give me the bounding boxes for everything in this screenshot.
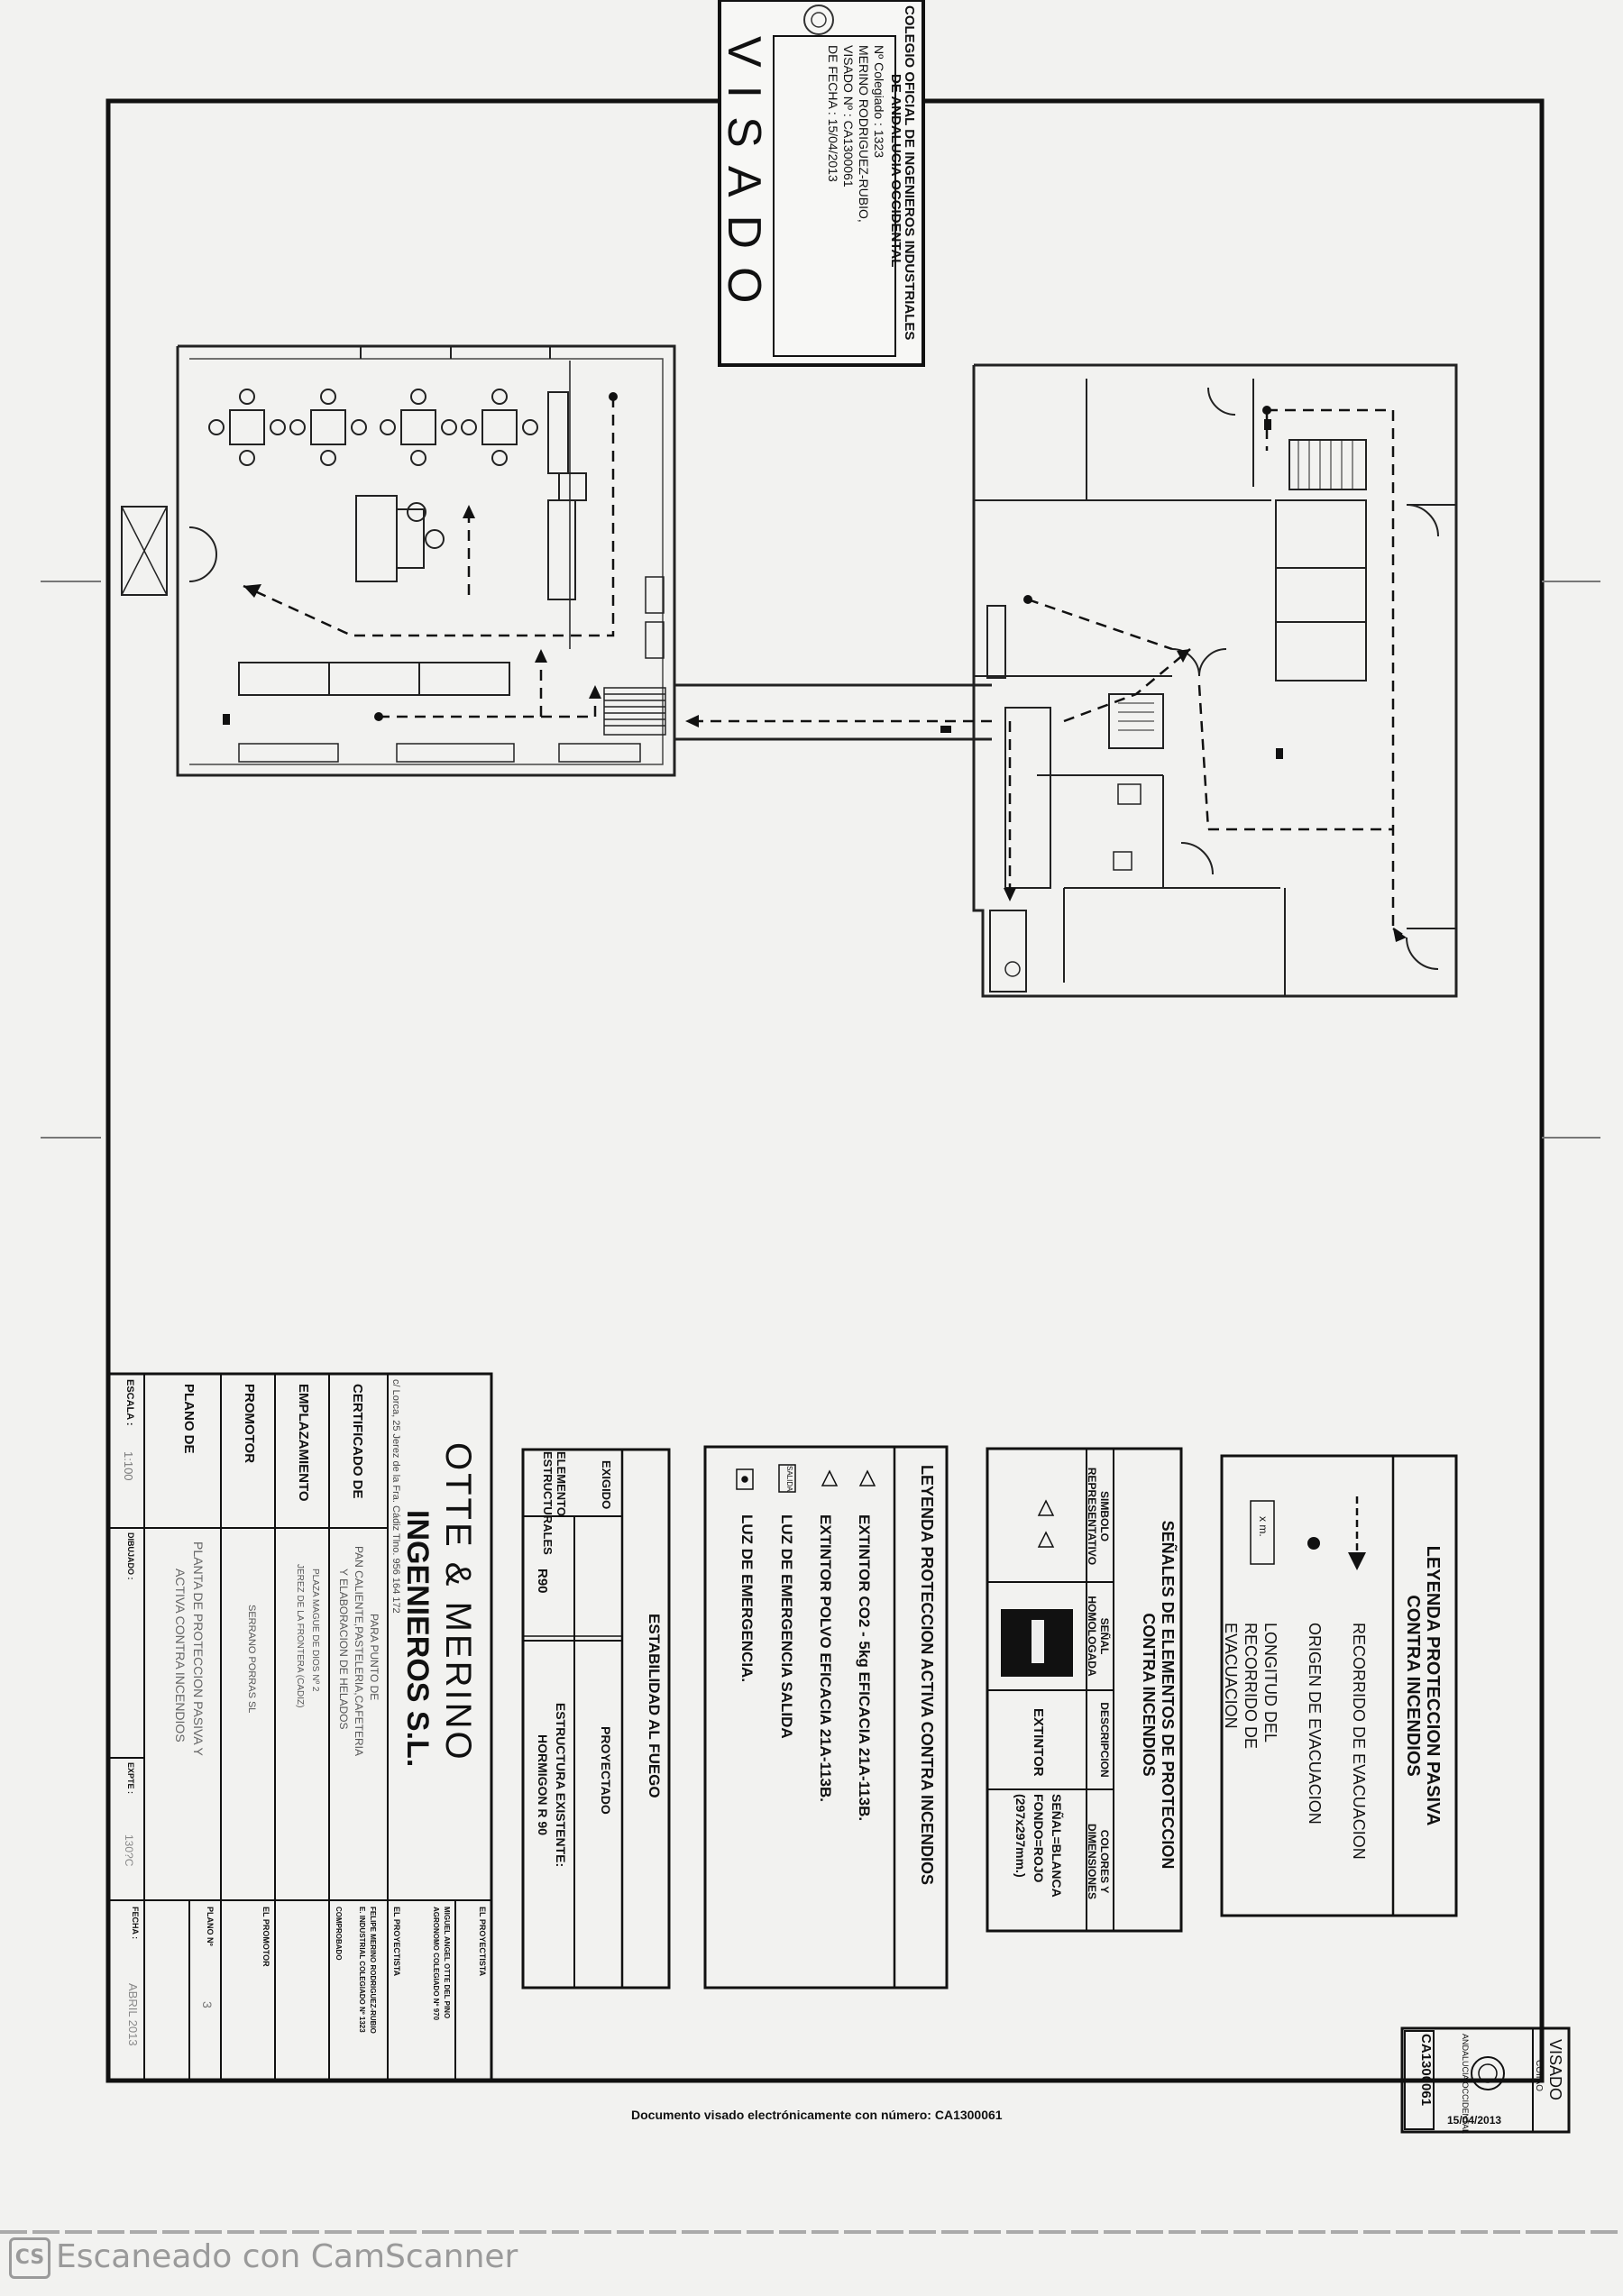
checked-label: COMPROBADO [335, 1907, 343, 1961]
cert-value-line3: Y ELABORACION DE HELADOS [337, 1569, 350, 1730]
signals-table [986, 1447, 1183, 1933]
plan-no-value: 3 [200, 2001, 215, 2008]
side-stamp-visado: VISADO [1546, 2039, 1564, 2101]
signals-colors-line3: (297x297mm.) [1013, 1794, 1028, 1878]
site-label: EMPLAZAMIENTO [296, 1384, 311, 1502]
company-address: c/ Lorca, 25 Jerez de la Fra. Cádiz Tlno… [390, 1379, 401, 1614]
signals-header-symbol: SIMBOLO REPRESENTATIVO [1086, 1467, 1111, 1566]
legend-active-item-powder: EXTINTOR POLVO EFICACIA 21A-113B. [817, 1514, 834, 1802]
corridor [674, 683, 992, 741]
legend-passive-length-symbol: x m. [1257, 1516, 1270, 1537]
stamp-name: MERINO RODRIGUEZ-RUBIO, [857, 45, 871, 223]
fire-stability-value-projected: ESTRUCTURA EXISTENTE: HORMIGON R 90 [536, 1702, 568, 1868]
site-value-line2: JEREZ DE LA FRONTERA (CADIZ) [295, 1564, 305, 1708]
stamp-fecha: DE FECHA : 15/04/2013 [826, 45, 840, 182]
plan-value-line1: PLANTA DE PROTECCION PASIVA Y [191, 1541, 206, 1756]
cert-label: CERTIFICADO DE [350, 1384, 365, 1499]
cert-value-line1: PARA PUNTO DE [368, 1614, 381, 1701]
legend-active-item-emergency-light: LUZ DE EMERGENCIA. [738, 1514, 756, 1683]
proj-reg: AGRONOMO COLEGIADO Nº 970 [432, 1907, 440, 2021]
scale-label: ESCALA : [124, 1379, 135, 1426]
side-stamp-number: CA1300061 [1418, 2034, 1434, 2107]
legend-passive-title: LEYENDA PROTECCION PASIVA CONTRA INCENDI… [1403, 1545, 1443, 1826]
proj2-label: EL PROYECTISTA [392, 1907, 401, 1977]
proj-name: MIGUEL ANGEL OTTE DEL PINO [443, 1907, 451, 2019]
signals-title: SEÑALES DE ELEMENTOS DE PROTECCION CONTR… [1140, 1520, 1177, 1870]
promoter-sign-label: EL PROMOTOR [261, 1907, 270, 1967]
title-block [106, 1372, 493, 2082]
fire-stability-col-required: EXIGIDO [600, 1460, 613, 1510]
proj2-reg: E. INDUSTRIAL COLEGIADO Nº 1323 [358, 1907, 366, 2033]
stamp-region: DE ANDALUCIA OCCIDENTAL [888, 74, 903, 268]
legend-active-symbols [736, 1464, 876, 1493]
stamp-college: COLEGIO OFICIAL DE INGENIEROS INDUSTRIAL… [902, 5, 917, 341]
left-room [121, 344, 676, 777]
extinguisher-marks [223, 419, 1283, 759]
promoter-label: PROMOTOR [242, 1384, 257, 1464]
date-value: ABRIL 2013 [126, 1983, 140, 2046]
plan-no-label: PLANO Nº [206, 1907, 215, 1946]
fire-stability-table [521, 1448, 671, 1990]
footer-visado-note: Documento visado electrónicamente con nú… [631, 2108, 1003, 2122]
company-name-line1: OTTE & MERINO [438, 1442, 478, 1762]
signals-header-description: DESCRIPCION [1098, 1702, 1111, 1778]
legend-passive-item-route: RECORRIDO DE EVACUACION [1350, 1623, 1368, 1860]
legend-active-title: LEYENDA PROTECCION ACTIVA CONTRA INCENDI… [918, 1465, 936, 1886]
side-stamp-date: 15/04/2013 [1447, 2114, 1502, 2127]
cert-value-line2: PAN CALIENTE,PASTELERIA,CAFETERIA [353, 1546, 365, 1756]
legend-active-item-co2: EXTINTOR CO2 - 5kg EFICACIA 21A-113B. [856, 1514, 873, 1822]
signals-header-colors: COLORES Y DIMENSIONES [1086, 1823, 1111, 1899]
expe-label: EXPTE : [126, 1762, 135, 1795]
signals-header-signal: SEÑAL HOMOLOGADA [1086, 1596, 1111, 1677]
date-label: FECHA : [131, 1907, 140, 1940]
signals-colors-line2: FONDO=ROJO [1032, 1794, 1046, 1883]
fire-stability-col-projected: PROYECTADO [599, 1726, 613, 1815]
promoter-value: SERRANO PORRAS SL [246, 1605, 257, 1714]
legend-passive-box [1220, 1454, 1458, 1917]
plan-label: PLANO DE [181, 1384, 197, 1454]
site-value-line1: PLAZA MAGUE DE DIOS Nº 2 [310, 1569, 320, 1692]
scale-value: 1:100 [122, 1451, 135, 1481]
legend-passive-item-length: LONGITUD DEL RECORRIDO DE EVACUACION [1222, 1623, 1279, 1750]
stamp-visado-no: VISADO Nº : CA1300061 [841, 45, 856, 188]
plan-value-line2: ACTIVA CONTRA INCENDIOS [173, 1569, 188, 1743]
signals-colors-line1: SEÑAL=BLANCA [1050, 1794, 1064, 1898]
company-name-line2: INGENIEROS S.L. [400, 1510, 435, 1768]
drawn-label: DIBUJADO : [126, 1532, 135, 1580]
evacuation-routes [243, 397, 1408, 939]
fire-stability-col-element: ELEMENTO ESTRUCTURALES [541, 1451, 568, 1555]
fire-stability-title: ESTABILIDAD AL FUEGO [646, 1614, 663, 1798]
proj-label: EL PROYECTISTA [478, 1907, 487, 1977]
legend-active-box [703, 1445, 949, 1990]
visado-stamp-top [718, 0, 925, 367]
legend-passive-symbols [1250, 1496, 1366, 1570]
stamp-colegiado: Nº Colegiado : 1323 [872, 45, 886, 158]
proj2-name: FELIPE MERINO RODRIGUEZ-RUBIO [369, 1907, 377, 2034]
camscanner-logo-icon: CS [9, 2237, 50, 2279]
right-rooms [972, 363, 1458, 998]
legend-active-salida-sign: SALIDA [785, 1466, 793, 1492]
visado-stamp-side [1400, 2026, 1571, 2134]
legend-passive-item-origin: ORIGEN DE EVACUACION [1306, 1623, 1324, 1825]
camscanner-text: Escaneado con CamScanner [56, 2238, 518, 2275]
side-stamp-coiiao: COIIAO [1534, 2060, 1544, 2092]
stamp-visado-big: VISADO [718, 36, 770, 322]
signals-symbols [1037, 1499, 1055, 1548]
evacuation-origins [374, 392, 1271, 721]
legend-active-item-exit-light: LUZ DE EMERGENCIA SALIDA [778, 1514, 795, 1739]
expe-value: 130?C [123, 1834, 135, 1867]
evacuation-arrows [243, 505, 1407, 942]
signals-description: EXTINTOR [1031, 1708, 1046, 1777]
fire-stability-value-required: R90 [535, 1569, 550, 1594]
